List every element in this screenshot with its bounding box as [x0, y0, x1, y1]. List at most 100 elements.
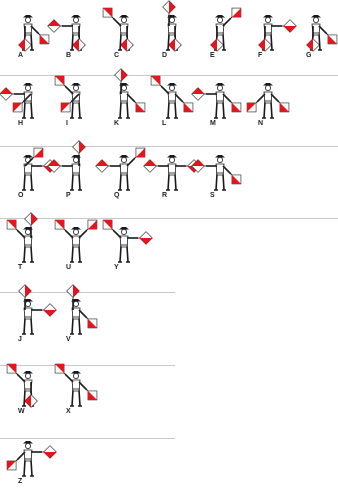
- flag-icon: [88, 220, 97, 229]
- flag-icon: [7, 220, 16, 229]
- semaphore-figure-i: I: [51, 72, 84, 127]
- letter-label-d: D: [162, 52, 167, 59]
- letter-label-i: I: [66, 120, 68, 127]
- flag-icon: [151, 76, 160, 85]
- letter-label-v: V: [66, 336, 71, 343]
- flag-icon: [73, 141, 86, 154]
- flag-icon: [44, 446, 57, 459]
- flag-icon: [67, 285, 80, 298]
- flag-icon: [34, 148, 43, 157]
- letter-label-z: Z: [18, 478, 23, 485]
- letter-label-k: K: [114, 120, 119, 127]
- semaphore-figure-z: Z: [3, 441, 57, 485]
- letter-label-s: S: [210, 192, 215, 199]
- letter-label-j: J: [18, 336, 22, 343]
- flag-icon: [284, 20, 297, 33]
- letter-label-n: N: [258, 120, 263, 127]
- semaphore-figure-q: Q: [96, 144, 150, 199]
- flag-icon: [232, 175, 241, 184]
- flag-icon: [55, 76, 64, 85]
- semaphore-figure-g: G: [306, 15, 338, 59]
- flag-icon: [73, 39, 86, 52]
- letter-label-e: E: [210, 52, 215, 59]
- flag-icon: [103, 220, 112, 229]
- flag-icon: [19, 39, 32, 52]
- flag-icon: [55, 220, 64, 229]
- flag-icon: [121, 39, 134, 52]
- semaphore-figure-u: U: [51, 216, 102, 271]
- letter-label-q: Q: [114, 192, 120, 199]
- semaphore-figure-h: H: [0, 83, 36, 127]
- semaphore-figure-l: L: [147, 72, 198, 127]
- semaphore-figure-b: B: [48, 15, 86, 59]
- flag-icon: [136, 103, 145, 112]
- letter-label-a: A: [18, 52, 23, 59]
- letter-label-o: O: [18, 192, 24, 199]
- flag-icon: [232, 103, 241, 112]
- semaphore-figure-w: W: [3, 360, 38, 415]
- flag-icon: [136, 148, 145, 157]
- flag-icon: [211, 39, 224, 52]
- letter-label-g: G: [306, 52, 312, 59]
- flag-icon: [184, 103, 193, 112]
- flag-icon: [192, 88, 205, 101]
- left-arm: [48, 20, 73, 33]
- semaphore-figure-t: T: [3, 213, 38, 271]
- semaphore-figure-x: X: [51, 360, 102, 415]
- flag-icon: [115, 69, 128, 82]
- semaphore-figure-v: V: [66, 285, 101, 343]
- semaphore-figure-e: E: [210, 4, 245, 59]
- flag-icon: [232, 8, 241, 17]
- semaphore-figure-y: Y: [99, 216, 153, 271]
- right-arm: [127, 232, 152, 245]
- flag-icon: [96, 160, 109, 173]
- semaphore-figure-m: M: [192, 83, 246, 127]
- right-arm: [31, 446, 56, 459]
- flag-icon: [140, 232, 153, 245]
- flag-icon: [307, 39, 320, 52]
- left-arm: [0, 88, 25, 101]
- flag-icon: [144, 160, 157, 173]
- semaphore-figure-j: J: [18, 285, 56, 343]
- flag-icon: [88, 319, 97, 328]
- semaphore-figure-a: A: [18, 15, 53, 59]
- flag-icon: [280, 103, 289, 112]
- semaphore-figure-s: S: [192, 155, 246, 199]
- right-arm: [31, 304, 56, 317]
- flag-icon: [44, 304, 57, 317]
- right-arm: [271, 20, 296, 33]
- flag-icon: [19, 285, 32, 298]
- flag-icon: [61, 103, 70, 112]
- flag-icon: [7, 364, 16, 373]
- flag-icon: [163, 1, 176, 14]
- letter-label-r: R: [162, 192, 167, 199]
- flag-icon: [328, 35, 337, 44]
- flag-icon: [13, 103, 22, 112]
- flag-icon: [88, 391, 97, 400]
- flag-icon: [169, 39, 182, 52]
- letter-label-c: C: [114, 52, 119, 59]
- letter-label-m: M: [210, 120, 216, 127]
- semaphore-figure-c: C: [99, 4, 134, 59]
- flag-icon: [48, 20, 61, 33]
- letter-label-l: L: [162, 120, 167, 127]
- flag-icon: [0, 88, 12, 101]
- left-arm: [144, 160, 169, 173]
- letter-label-f: F: [258, 52, 263, 59]
- letter-label-t: T: [18, 264, 23, 271]
- letter-label-b: B: [66, 52, 71, 59]
- flag-icon: [103, 8, 112, 17]
- flag-icon: [25, 213, 38, 226]
- letter-label-w: W: [18, 408, 25, 415]
- flag-icon: [55, 364, 64, 373]
- letter-label-x: X: [66, 408, 71, 415]
- letter-label-y: Y: [114, 264, 119, 271]
- flag-icon: [7, 461, 16, 470]
- flag-icon: [40, 35, 49, 44]
- letter-label-u: U: [66, 264, 71, 271]
- semaphore-figure-p: P: [48, 141, 86, 199]
- semaphore-figure-r: R: [144, 155, 201, 199]
- letter-label-p: P: [66, 192, 71, 199]
- semaphore-figure-k: K: [114, 69, 149, 127]
